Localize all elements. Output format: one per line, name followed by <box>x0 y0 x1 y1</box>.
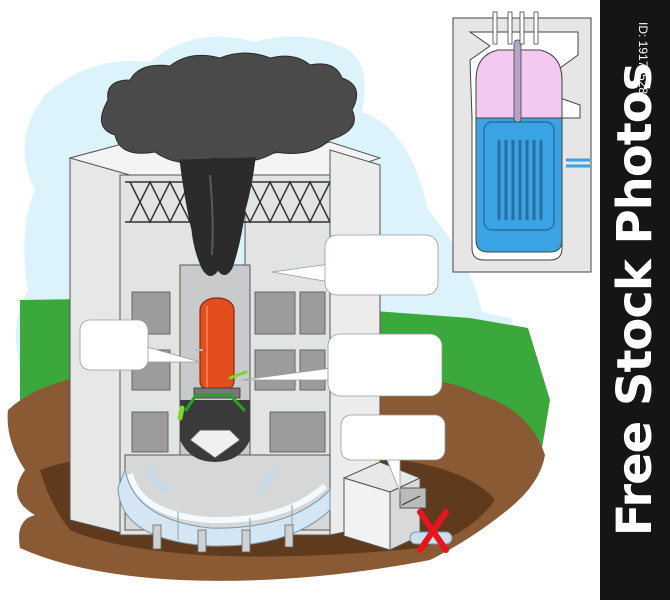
callout-mid-right <box>241 333 443 397</box>
brand-watermark: Free Stock Photos <box>607 63 663 537</box>
suppression-torus <box>117 464 331 547</box>
reactor-piping <box>177 349 248 421</box>
callout-left <box>79 319 201 371</box>
callout-top-right <box>271 234 439 296</box>
inset-fuel-rods <box>497 140 543 220</box>
callout-bottom-right <box>340 414 446 493</box>
smoke-cloud <box>100 52 358 276</box>
foundation-legs <box>152 524 294 553</box>
reactor-vessel <box>193 297 241 399</box>
inset-reactor-diagram <box>452 11 592 273</box>
annex-building <box>342 461 427 551</box>
watermark-sidebar: ID: 19176528 Free Stock Photos <box>600 0 670 600</box>
failure-x-icon <box>417 509 449 553</box>
reactor-pedestal <box>189 429 241 459</box>
